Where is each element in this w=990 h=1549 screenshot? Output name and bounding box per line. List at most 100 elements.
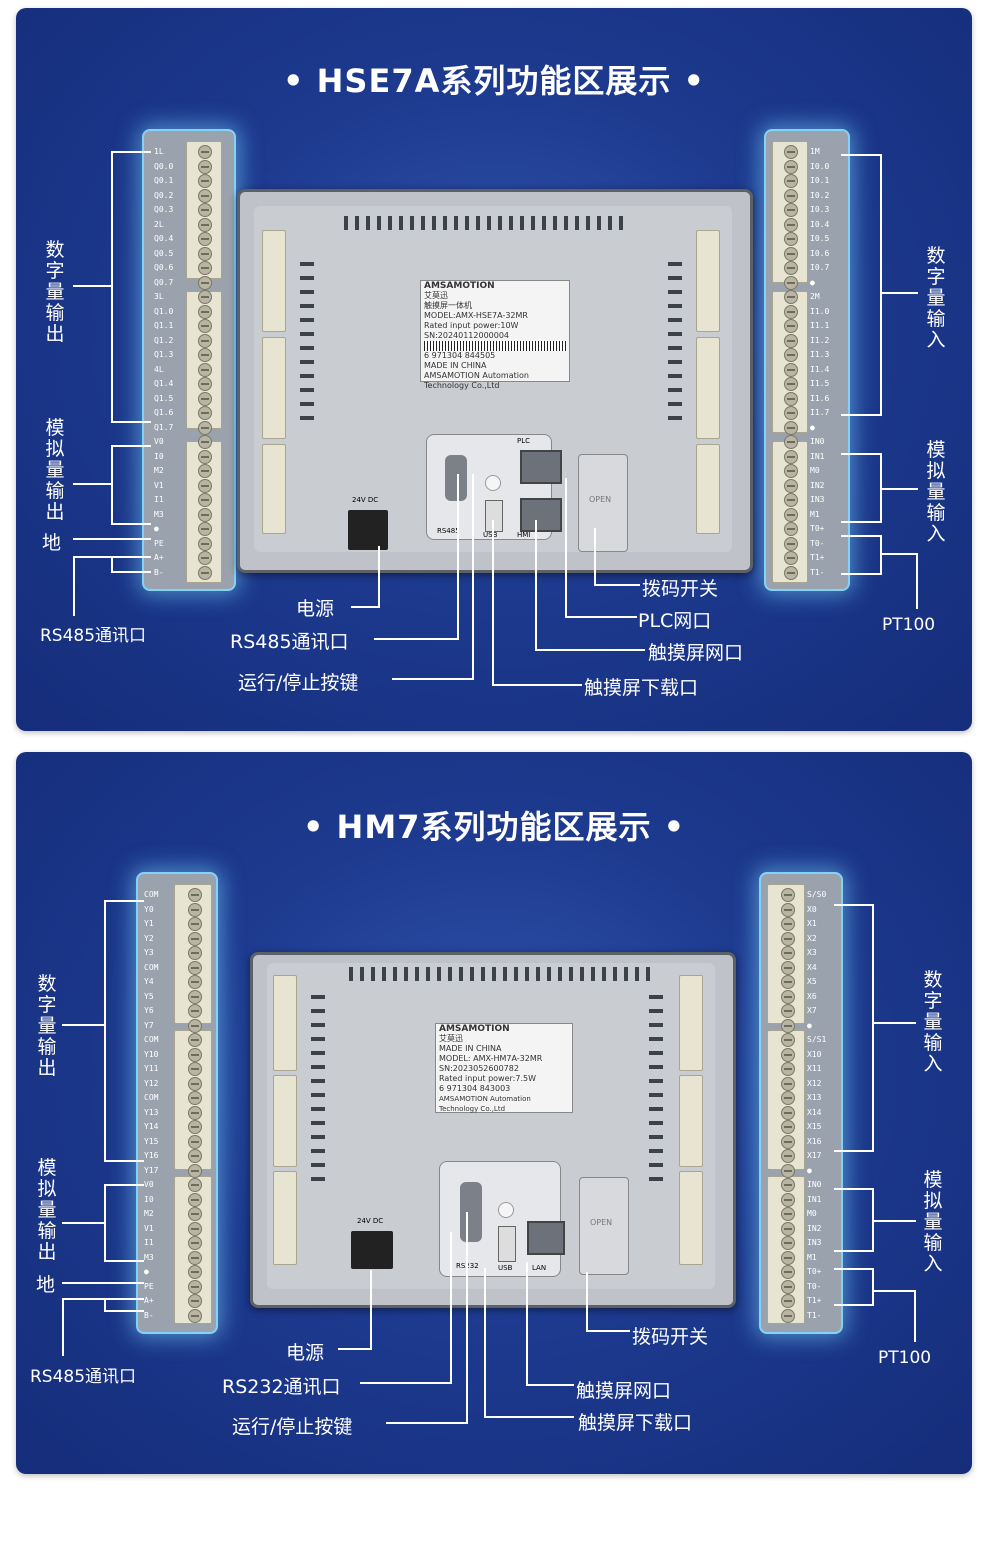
screw-terminal (198, 391, 212, 406)
vent-slot (448, 967, 452, 981)
screw-terminal (188, 1294, 202, 1308)
pin-label: Y16 (144, 1151, 159, 1160)
screw-terminal (188, 1033, 202, 1047)
screw-terminal (784, 333, 798, 348)
bracket-line (841, 453, 881, 455)
vent-slot (311, 1009, 325, 1013)
pin-label: X16 (807, 1136, 822, 1146)
pin-label: X11 (807, 1064, 822, 1073)
screw-terminal (188, 1120, 202, 1134)
pin-label: X10 (807, 1049, 822, 1059)
rs232-port (460, 1182, 482, 1242)
sticker-brand: AMSAMOTION (439, 1024, 510, 1034)
pin-label: T1+ (810, 553, 825, 562)
pin-label: X5 (807, 977, 817, 986)
pin-label: I0.3 (810, 205, 830, 214)
pin-label: Y3 (144, 948, 154, 957)
pin-label: T1- (810, 567, 825, 577)
vent-slot (388, 216, 392, 230)
pin-label: B- (144, 1310, 154, 1320)
usb-leader (484, 1268, 486, 1418)
open-label: OPEN (589, 495, 612, 504)
vent-slot (300, 402, 314, 406)
pin-label: V1 (144, 1223, 154, 1233)
label-plc-net: PLC网口 (638, 610, 712, 632)
vent-slot (649, 1023, 663, 1027)
pin-label: S/S1 (807, 1035, 827, 1044)
sticker-sn: SN:2023052600782 (439, 1064, 519, 1073)
power-port-label: 24V DC (357, 1217, 384, 1225)
pin-label: Y15 (144, 1136, 159, 1146)
screw-terminal (781, 1120, 795, 1134)
pin-label: I0.5 (810, 234, 830, 243)
bracket-line (104, 900, 106, 1162)
screw-terminal (781, 1308, 795, 1323)
label-digital-in: 数字量输入 (926, 245, 946, 351)
pin-label: T1+ (807, 1296, 822, 1305)
screw-terminal (188, 960, 202, 975)
screw-terminal (188, 1062, 202, 1076)
dip-leader (594, 584, 640, 586)
vent-slot (399, 216, 403, 230)
screw-terminal (188, 1265, 202, 1279)
pin-label: T1- (807, 1310, 822, 1320)
pin-label: B- (154, 567, 164, 577)
vent-slot (646, 967, 650, 981)
pin-label: I0.6 (810, 248, 830, 258)
power-connector (351, 1231, 393, 1269)
vent-slot (410, 216, 414, 230)
pt100-line (916, 553, 918, 609)
pin-label: I1.7 (810, 408, 830, 417)
screw-terminal (188, 902, 202, 917)
usb-label: USB (498, 1264, 513, 1272)
label-analog-out: 模拟量输出 (37, 1157, 57, 1263)
vent-slot (649, 1121, 663, 1125)
screw-terminal (781, 975, 795, 989)
pin-label: Q1.3 (154, 350, 174, 359)
runstop-leader (392, 678, 474, 680)
screw-terminal (784, 435, 798, 449)
screw-terminal (188, 1018, 202, 1033)
screw-terminal (781, 1294, 795, 1308)
vent-slot (668, 318, 682, 322)
vent-slot (311, 1177, 325, 1181)
screw-terminal (784, 145, 798, 159)
label-dip: 拨码开关 (642, 578, 719, 600)
run-stop-button[interactable] (498, 1202, 514, 1218)
screw-terminal (781, 1134, 795, 1149)
screw-terminal (781, 1236, 795, 1250)
pin-label: Y5 (144, 991, 154, 1001)
power-line (370, 1270, 372, 1350)
pin-label: Q1.6 (154, 408, 174, 417)
runstop-leader (466, 1212, 468, 1424)
vent-slot (300, 388, 314, 392)
pin-label: IN2 (807, 1223, 822, 1233)
power-line (351, 606, 380, 608)
screw-terminal (781, 1105, 795, 1120)
bracket-line (111, 523, 151, 525)
vent-slot (393, 967, 397, 981)
pin-label: IN0 (810, 437, 825, 446)
pin-label: ● (807, 1165, 812, 1175)
label-hmi-net: 触摸屏网口 (576, 1380, 672, 1402)
bracket-line (111, 151, 151, 153)
pin-label: Y2 (144, 933, 154, 943)
rs232-leader (360, 1382, 452, 1384)
pin-label: I1.2 (810, 335, 830, 345)
label-analog-in: 模拟量输入 (926, 439, 946, 545)
screw-terminal (784, 246, 798, 261)
screw-terminal (198, 217, 212, 232)
pin-label: ● (144, 1267, 149, 1276)
vent-slot (635, 967, 639, 981)
pin-label: Y1 (144, 919, 154, 928)
run-stop-button[interactable] (485, 475, 501, 491)
screw-terminal (198, 522, 212, 536)
pin-label: PE (144, 1281, 154, 1291)
pin-label: I0 (144, 1194, 154, 1204)
bracket-line (104, 1160, 144, 1162)
rs485-leader (457, 474, 459, 640)
pin-label: X12 (807, 1078, 822, 1088)
screw-terminal (784, 159, 798, 174)
screw-terminal (781, 1047, 795, 1062)
